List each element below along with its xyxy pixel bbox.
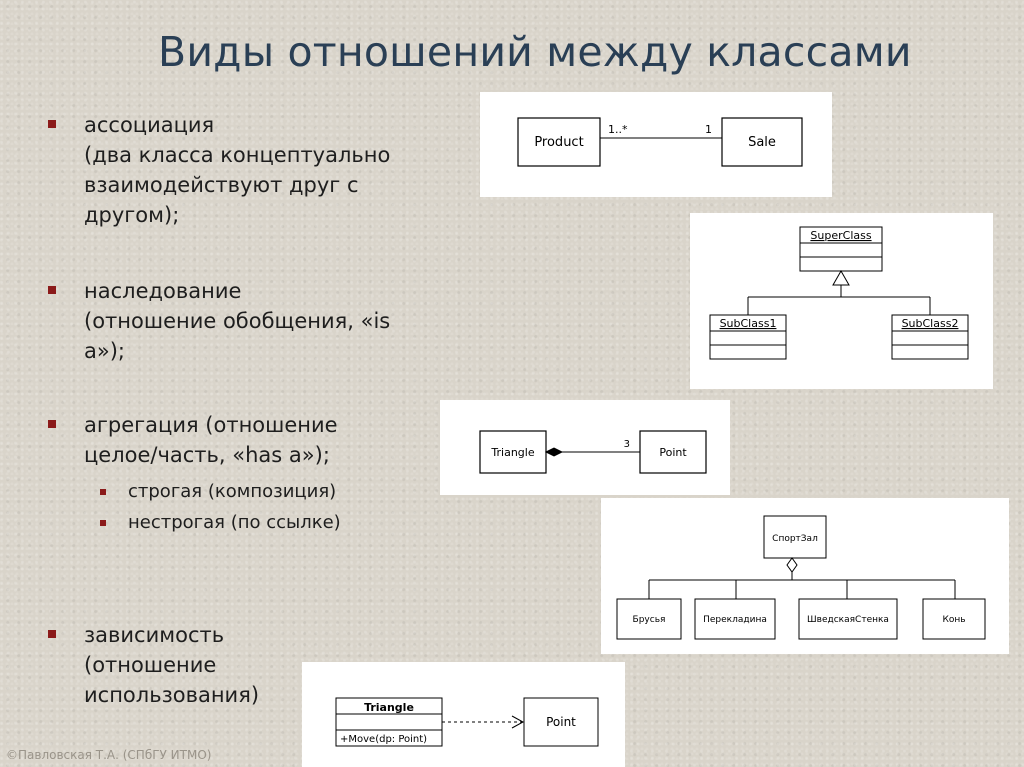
class-name-point: Point [659, 446, 687, 459]
sub-bullet-marker [100, 489, 106, 495]
class-name-triangle: Triangle [490, 446, 534, 459]
multiplicity-label: 3 [624, 439, 630, 450]
bullet-dependency: зависимость (отношение использования) [48, 620, 438, 710]
sub-bullet-composition: строгая (композиция) [100, 480, 336, 504]
inheritance-diagram: SuperClass SubClass1 SubClass2 [690, 213, 993, 389]
class-box-brusya [616, 598, 682, 640]
class-box-triangle [335, 697, 443, 747]
bullet-label: наследование [84, 279, 242, 303]
class-box-triangle [479, 430, 547, 474]
bullet-label: ассоциация [84, 113, 215, 137]
class-name-subclass2: SubClass2 [902, 317, 959, 330]
class-name-sportzal: СпортЗал [772, 534, 818, 544]
bullet-aggregation: агрегация (отношение целое/часть, «has a… [48, 410, 438, 470]
class-box-kon [922, 598, 986, 640]
class-name-point: Point [546, 715, 576, 729]
class-method: +Move(dp: Point) [340, 734, 427, 745]
bullet-description: (отношение использования) [84, 653, 260, 707]
dependency-diagram: Triangle +Move(dp: Point) Point [302, 662, 625, 767]
class-name-subclass1: SubClass1 [720, 317, 777, 330]
composition-diamond [544, 447, 564, 457]
bullet-description: (отношение обобщения, «is a»); [84, 309, 391, 363]
class-box-subclass2 [891, 314, 969, 360]
bullet-label: зависимость [84, 623, 225, 647]
bullet-label: агрегация (отношение целое/часть, «has a… [84, 413, 338, 467]
class-box-sale [721, 117, 803, 167]
footer-credit: ©Павловская Т.А. (СПбГУ ИТМО) [6, 748, 212, 762]
page-title: Виды отношений между классами [158, 28, 912, 76]
generalization-arrow [832, 269, 850, 286]
class-name-kon: Конь [942, 615, 965, 625]
composition-diagram: Triangle Point 3 [440, 400, 730, 495]
association-diagram: Product Sale 1..* 1 [480, 92, 832, 197]
sub-bullet-label: строгая (композиция) [128, 481, 337, 502]
bullet-marker [48, 420, 56, 428]
aggregation-diamond [786, 557, 798, 573]
sub-bullet-label: нестрогая (по ссылке) [128, 512, 341, 533]
class-name-perekladina: Перекладина [703, 615, 767, 625]
class-name-superclass: SuperClass [810, 229, 871, 242]
bullet-marker [48, 286, 56, 294]
bullet-inheritance: наследование (отношение обобщения, «is a… [48, 276, 438, 366]
sub-bullet-marker [100, 520, 106, 526]
dependency-arrowhead [511, 715, 525, 729]
class-name-product: Product [534, 135, 583, 150]
multiplicity-right: 1 [705, 123, 712, 136]
class-name-triangle: Triangle [364, 701, 414, 714]
bullet-association: ассоциация (два класса концептуально вза… [48, 110, 438, 230]
aggregation-diagram: СпортЗал Брусья Перекладина ШведскаяСтен… [601, 498, 1009, 654]
class-box-product [517, 117, 601, 167]
sub-bullet-reference: нестрогая (по ссылке) [100, 511, 341, 535]
bullet-marker [48, 630, 56, 638]
class-box-superclass [799, 226, 883, 272]
class-box-shvedskaya-stenka [798, 598, 898, 640]
class-name-sale: Sale [748, 135, 776, 150]
class-box-subclass1 [709, 314, 787, 360]
class-box-sportzal [763, 515, 827, 559]
bullet-marker [48, 120, 56, 128]
bullet-description: (два класса концептуально взаимодействую… [84, 143, 391, 227]
class-box-perekladina [694, 598, 776, 640]
multiplicity-left: 1..* [608, 123, 628, 136]
class-name-shvedskaya-stenka: ШведскаяСтенка [807, 615, 889, 625]
class-name-brusya: Брусья [633, 615, 666, 625]
